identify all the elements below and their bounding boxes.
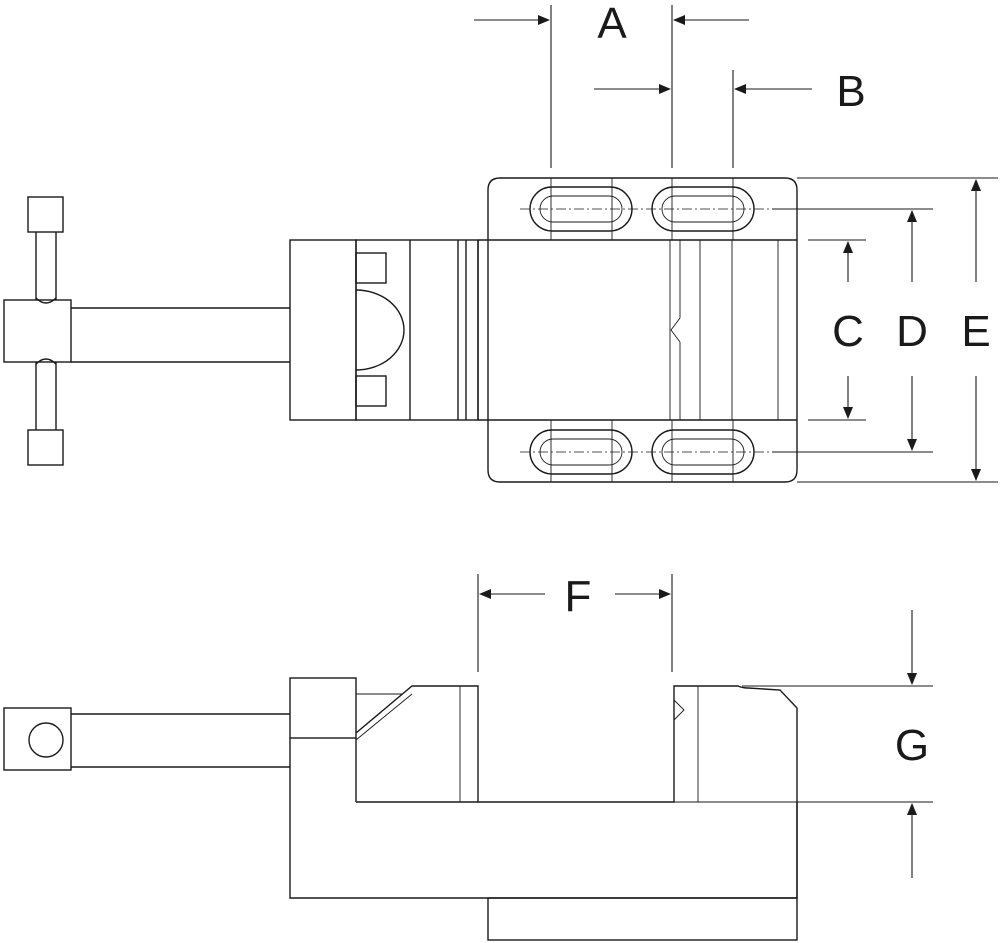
movable-jaw (289, 239, 479, 421)
top-view: A B C D (3, 0, 998, 483)
dimension-label-a: A (597, 0, 627, 48)
dimension-c: C (808, 239, 866, 421)
dimension-label-e: E (961, 307, 990, 356)
mounting-slots (520, 178, 775, 482)
dimension-b: B (594, 67, 866, 168)
side-view: F G (3, 572, 933, 941)
t-handle (3, 196, 290, 466)
base-plate (477, 177, 798, 483)
dimension-d: D (772, 208, 933, 453)
dimension-label-d: D (896, 307, 928, 356)
dimension-f: F (477, 572, 673, 672)
dimension-label-f: F (565, 572, 592, 621)
dimension-a: A (474, 0, 749, 168)
handle-end (3, 707, 290, 771)
dimension-label-g: G (895, 721, 929, 770)
dimension-e: E (797, 177, 998, 483)
dimension-label-c: C (832, 307, 864, 356)
dimension-g: G (712, 610, 933, 878)
dimension-label-b: B (836, 67, 865, 116)
vise-body (289, 677, 798, 941)
